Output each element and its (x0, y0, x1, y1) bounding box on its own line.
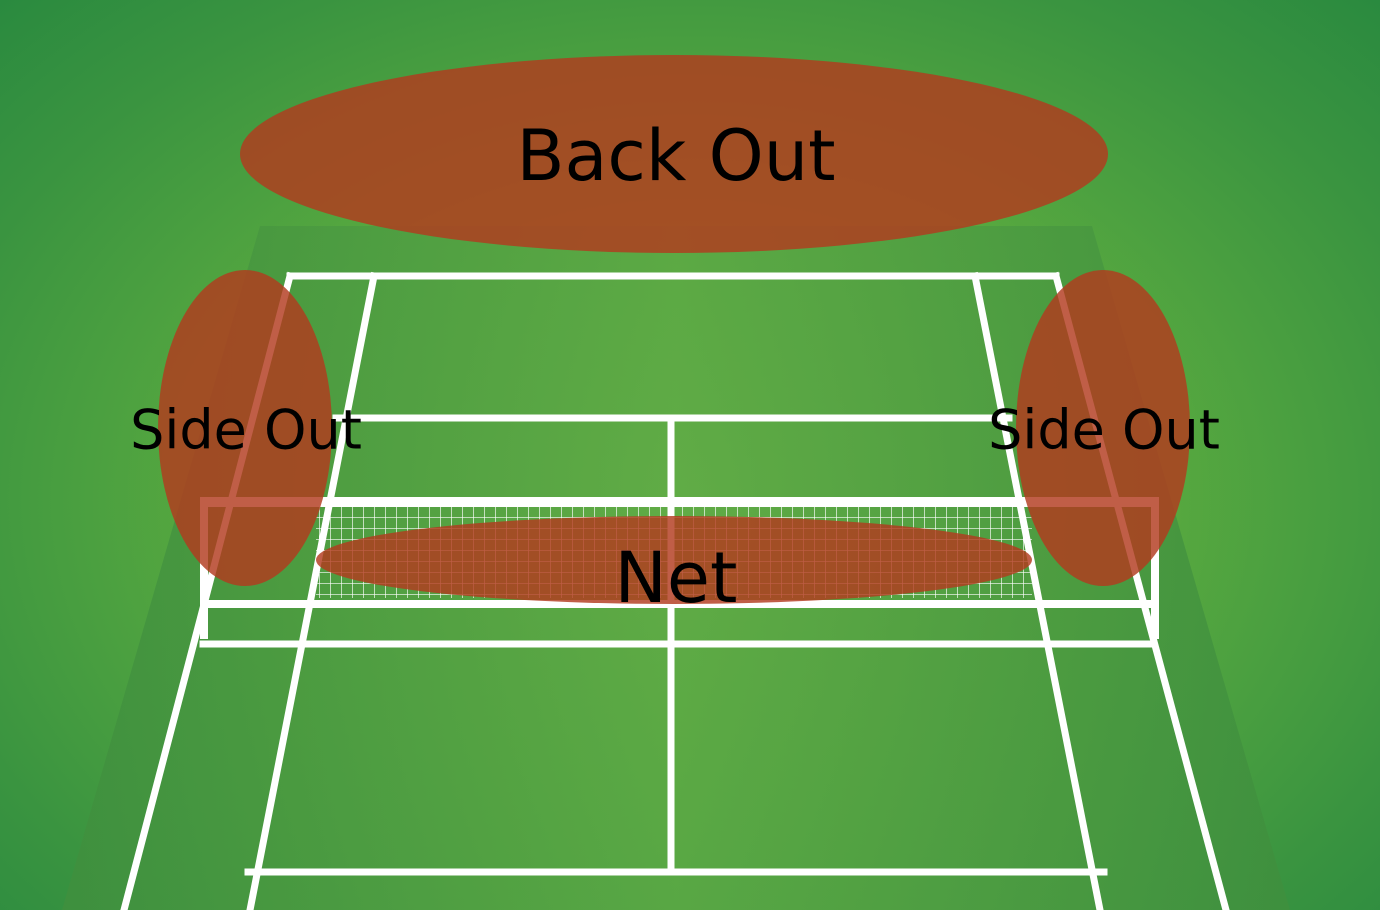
side-out-zone-left (158, 270, 332, 586)
net-post-right (1151, 497, 1159, 639)
side-out-zone-right (1016, 270, 1190, 586)
side-out-left-label: Side Out (130, 398, 362, 462)
net-zone (316, 516, 1032, 604)
net-post-left (200, 497, 208, 639)
back-out-zone (240, 55, 1108, 253)
singles-sideline-left (246, 271, 379, 910)
net-label: Net (614, 537, 738, 619)
singles-sideline-right (970, 271, 1104, 910)
side-out-right-label: Side Out (988, 398, 1220, 462)
net-tape (203, 497, 1156, 507)
net-bottom-cord (203, 600, 1156, 608)
back-out-label: Back Out (516, 115, 836, 197)
